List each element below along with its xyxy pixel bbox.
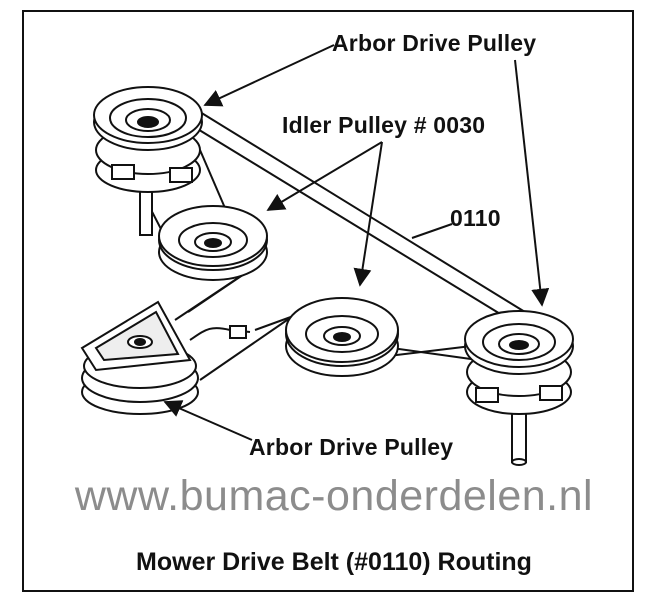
arbor-pulley-right — [464, 310, 574, 466]
arrow-arbor-right — [514, 59, 550, 307]
leader-arrows — [163, 44, 550, 441]
arrow-idler-left — [266, 141, 383, 211]
label-idler-pulley: Idler Pulley # 0030 — [282, 112, 486, 138]
label-belt-part-number: 0110 — [450, 205, 501, 231]
label-arbor-drive-pulley-top: Arbor Drive Pulley — [332, 30, 537, 56]
watermark: www.bumac-onderdelen.nl — [74, 472, 594, 520]
caption: Mower Drive Belt (#0110) Routing — [136, 548, 532, 576]
idler-pulley-center — [285, 297, 399, 377]
arbor-pulley-bottom-left — [80, 300, 251, 415]
idler-pulley-left — [158, 205, 268, 281]
label-arbor-drive-pulley-bottom: Arbor Drive Pulley — [249, 434, 454, 460]
arrow-idler-center — [353, 141, 383, 287]
arrow-arbor-top-left — [203, 44, 335, 107]
arbor-pulley-top-left — [93, 86, 203, 236]
arrow-arbor-bottom — [163, 400, 253, 441]
arrow-belt — [411, 223, 453, 239]
